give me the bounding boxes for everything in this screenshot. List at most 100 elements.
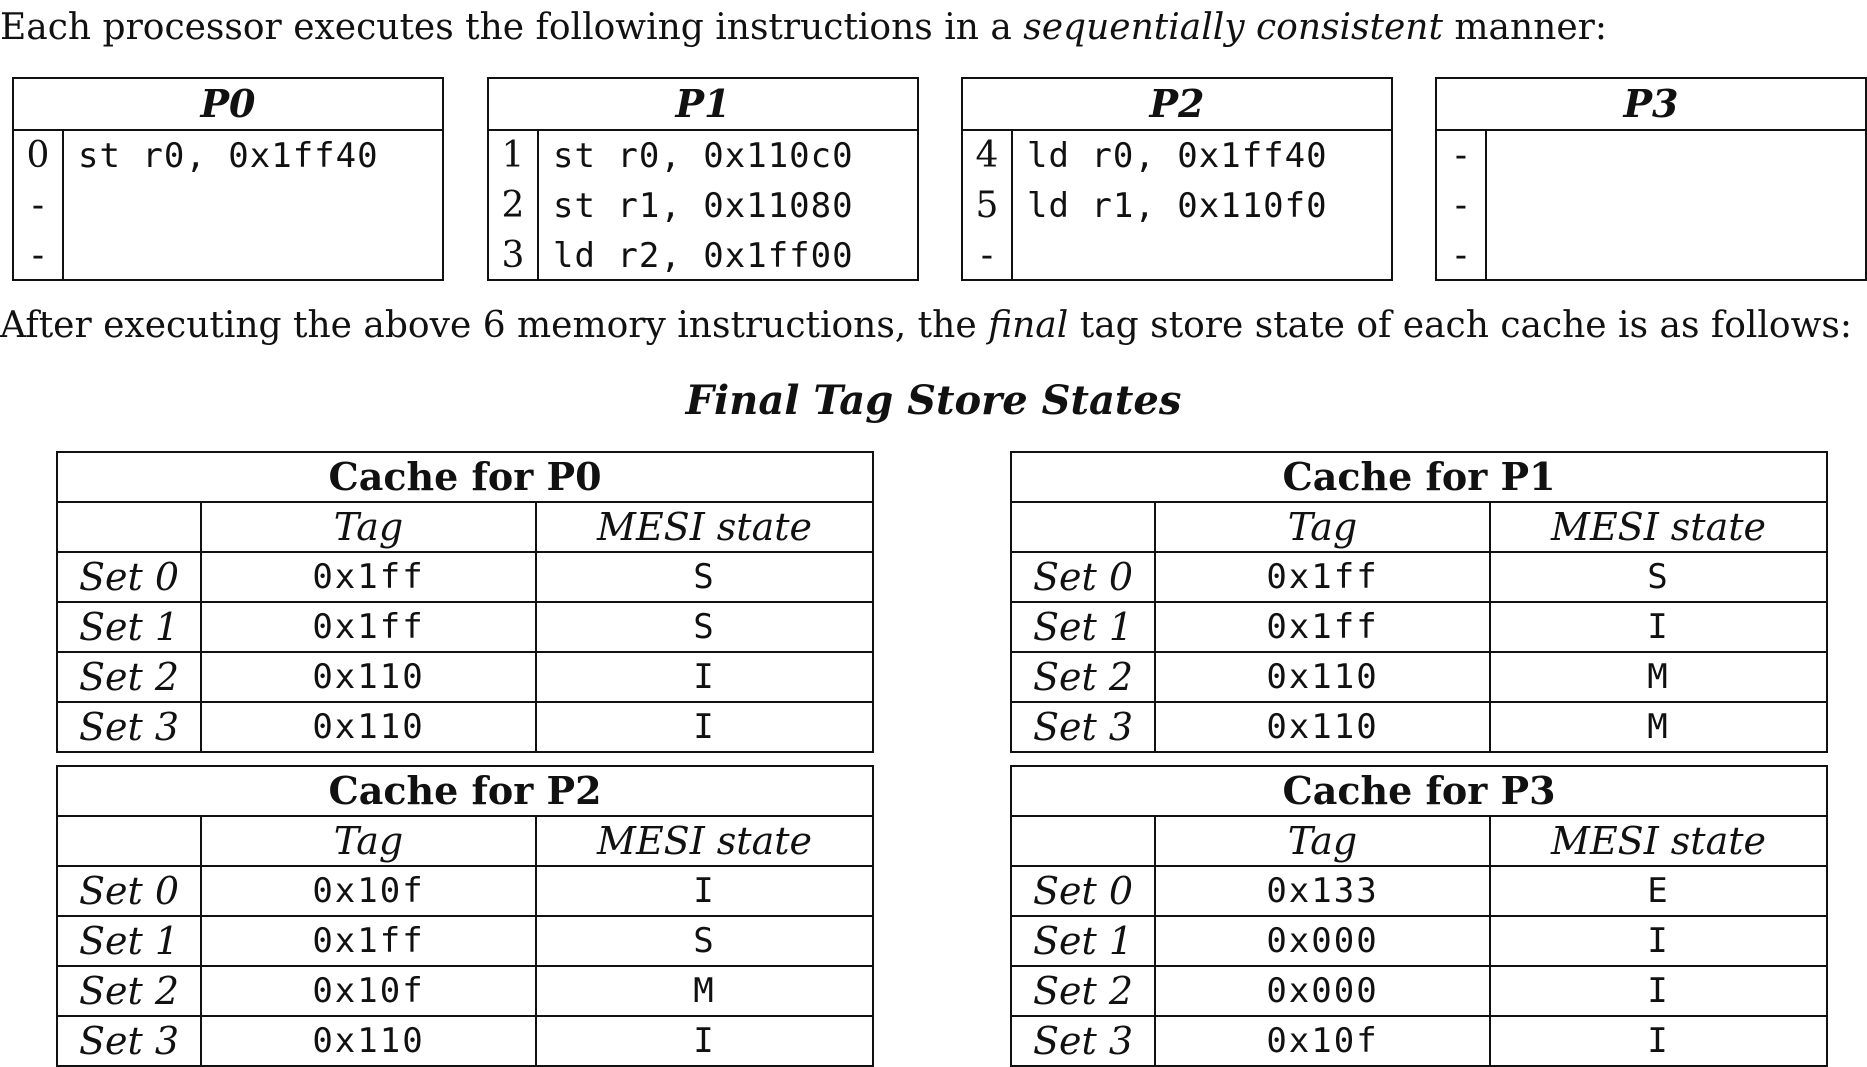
processor-table-p1: P1 1 st r0, 0x110c0 2 st r1, 0x11080 3 ld r… xyxy=(487,77,919,281)
set-label: Set 0 xyxy=(56,865,202,917)
instruction-text: ld r0, 0x1ff40 xyxy=(1027,136,1328,176)
set-label: Set 3 xyxy=(56,701,202,753)
instruction-number: - xyxy=(963,231,1013,281)
tag-header: Tag xyxy=(200,815,537,867)
set-label: Set 2 xyxy=(1010,965,1156,1017)
set-label: Set 0 xyxy=(56,551,202,603)
instruction-text xyxy=(1487,181,1865,231)
instruction-row: - xyxy=(1437,131,1865,181)
instruction-row: 3 ld r2, 0x1ff00 xyxy=(489,231,917,281)
after-post: tag store state of each cache is as foll… xyxy=(1068,305,1852,346)
set-label: Set 1 xyxy=(56,915,202,967)
mesi-value: E xyxy=(1488,865,1829,917)
tag-value: 0x1ff xyxy=(200,915,537,967)
processor-name: P3 xyxy=(1437,79,1865,131)
intro-emphasis: sequentially consistent xyxy=(1023,7,1443,48)
tag-value: 0x110 xyxy=(1154,701,1491,753)
set-label: Set 0 xyxy=(1010,551,1156,603)
mesi-header: MESI state xyxy=(534,501,875,553)
tag-value: 0x000 xyxy=(1154,915,1491,967)
instruction-row: - xyxy=(963,231,1391,281)
tag-value: 0x110 xyxy=(200,651,537,703)
instruction-number: 3 xyxy=(489,231,539,281)
tag-value: 0x1ff xyxy=(1154,601,1491,653)
cache-title: Cache for P1 xyxy=(1009,451,1829,503)
mesi-value: I xyxy=(534,701,875,753)
mesi-value: I xyxy=(1488,965,1829,1017)
instruction-number: - xyxy=(1437,181,1487,231)
mesi-value: I xyxy=(1488,601,1829,653)
set-label: Set 2 xyxy=(1010,651,1156,703)
instruction-text: ld r2, 0x1ff00 xyxy=(553,236,854,276)
mesi-value: S xyxy=(534,601,875,653)
instruction-number: 5 xyxy=(963,181,1013,231)
instruction-number: 4 xyxy=(963,131,1013,181)
processor-name: P1 xyxy=(489,79,917,131)
processor-name: P2 xyxy=(963,79,1391,131)
empty-header-cell xyxy=(1010,815,1156,867)
intro-text: Each processor executes the following in… xyxy=(0,10,1607,46)
instruction-text: st r1, 0x11080 xyxy=(553,186,854,226)
tag-header: Tag xyxy=(1154,815,1491,867)
instruction-text: ld r1, 0x110f0 xyxy=(1027,186,1328,226)
tag-value: 0x1ff xyxy=(200,601,537,653)
mesi-value: I xyxy=(1488,1015,1829,1067)
mesi-value: M xyxy=(1488,651,1829,703)
instruction-number: 1 xyxy=(489,131,539,181)
set-label: Set 3 xyxy=(56,1015,202,1067)
mesi-header: MESI state xyxy=(534,815,875,867)
mesi-value: M xyxy=(534,965,875,1017)
set-label: Set 0 xyxy=(1010,865,1156,917)
after-pre: After executing the above 6 memory instr… xyxy=(0,305,989,346)
tag-header: Tag xyxy=(1154,501,1491,553)
instruction-text xyxy=(64,181,442,231)
processor-table-p3: P3 - - - xyxy=(1435,77,1867,281)
instruction-number: 2 xyxy=(489,181,539,231)
instruction-text: st r0, 0x1ff40 xyxy=(78,136,379,176)
mesi-value: I xyxy=(534,865,875,917)
processor-name: P0 xyxy=(14,79,442,131)
tag-value: 0x1ff xyxy=(1154,551,1491,603)
mesi-value: S xyxy=(534,915,875,967)
instruction-row: 1 st r0, 0x110c0 xyxy=(489,131,917,181)
intro-pre: Each processor executes the following in… xyxy=(0,7,1024,48)
empty-header-cell xyxy=(56,815,202,867)
instruction-row: 5 ld r1, 0x110f0 xyxy=(963,181,1391,231)
instruction-text xyxy=(1487,131,1865,181)
cache-title: Cache for P3 xyxy=(1009,765,1829,817)
mesi-value: S xyxy=(534,551,875,603)
set-label: Set 3 xyxy=(1010,701,1156,753)
instruction-row: - xyxy=(1437,231,1865,281)
tag-header: Tag xyxy=(200,501,537,553)
instruction-text xyxy=(1487,231,1865,281)
empty-header-cell xyxy=(1010,501,1156,553)
instruction-row: - xyxy=(1437,181,1865,231)
instruction-number: - xyxy=(1437,131,1487,181)
tag-value: 0x133 xyxy=(1154,865,1491,917)
set-label: Set 1 xyxy=(56,601,202,653)
final-tag-store-title: Final Tag Store States xyxy=(685,377,1182,424)
instruction-text: st r0, 0x110c0 xyxy=(553,136,854,176)
instruction-text xyxy=(1013,231,1391,281)
mesi-value: M xyxy=(1488,701,1829,753)
